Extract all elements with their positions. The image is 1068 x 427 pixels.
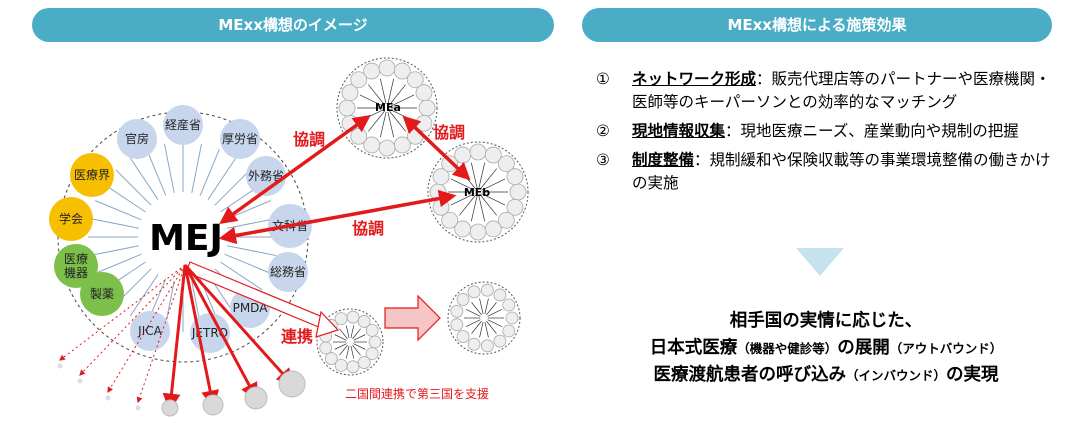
- effects-list: ① ネットワーク形成：販売代理店等のパートナーや医療機関・医師等のキーパーソンと…: [592, 68, 1062, 201]
- svg-text:医療界: 医療界: [74, 168, 110, 182]
- mea-label: MEa: [375, 101, 401, 114]
- coord-arrow-b: [218, 189, 457, 245]
- svg-text:経産省: 経産省: [165, 117, 201, 132]
- down-triangle: [796, 248, 844, 276]
- header-left: MExx構想のイメージ: [32, 8, 554, 42]
- effect-item: ① ネットワーク形成：販売代理店等のパートナーや医療機関・医師等のキーパーソンと…: [596, 70, 1051, 111]
- svg-text:官房: 官房: [125, 131, 149, 146]
- member-9: 製薬: [80, 272, 124, 316]
- outcome-line-1: 相手国の実情に応じた、: [729, 311, 923, 331]
- svg-text:PMDA: PMDA: [233, 301, 269, 315]
- svg-text:学会: 学会: [59, 211, 83, 226]
- outcome-block: 相手国の実情に応じた、 日本式医療（機器や健診等）の展開（アウトバウンド） 医療…: [588, 308, 1064, 389]
- node-fourth: [447, 281, 521, 355]
- mej-label: MEJ: [149, 218, 223, 259]
- fan-arrows: [57, 263, 306, 417]
- effect-item: ② 現地情報収集：現地医療ニーズ、産業動向や規制の把握: [596, 122, 1019, 140]
- member-12: 医療界: [70, 153, 114, 197]
- member-5: 総務省: [268, 252, 308, 292]
- svg-text:厚労省: 厚労省: [222, 132, 258, 146]
- member-1: 経産省: [163, 105, 203, 145]
- svg-text:医療: 医療: [64, 252, 88, 266]
- member-2: 厚労省: [220, 119, 260, 159]
- coord-arrow-ab: [402, 115, 471, 181]
- effect-item: ③ 制度整備：規制緩和や保険収載等の事業環境整備の働きかけの実施: [596, 151, 1051, 192]
- link-label: 連携: [281, 327, 313, 346]
- coord-label-1: 協調: [293, 130, 325, 149]
- third-country-caption: 二国間連携で第三国を支援: [345, 386, 489, 401]
- member-0: 官房: [117, 119, 157, 159]
- member-8: JICA: [130, 311, 170, 351]
- svg-text:製薬: 製薬: [90, 287, 114, 301]
- svg-text:総務省: 総務省: [270, 265, 306, 279]
- header-right: MExx構想による施策効果: [582, 8, 1052, 42]
- member-11: 学会: [49, 197, 93, 241]
- transfer-block-arrow: [384, 294, 441, 342]
- svg-text:JICA: JICA: [137, 324, 162, 338]
- svg-text:機器: 機器: [64, 265, 88, 280]
- meb-label: MEb: [464, 186, 490, 199]
- mexx-diagram: 官房経産省厚労省外務省文科省総務省PMDAJETROJICA製薬医療機器学会医療…: [49, 57, 529, 417]
- coord-label-2: 協調: [433, 123, 465, 142]
- outcome-line-2: 日本式医療（機器や健診等）の展開（アウトバウンド）: [649, 338, 1003, 358]
- coord-label-3: 協調: [352, 219, 384, 238]
- outcome-line-3: 医療渡航患者の呼び込み（インバウンド）の実現: [653, 365, 999, 385]
